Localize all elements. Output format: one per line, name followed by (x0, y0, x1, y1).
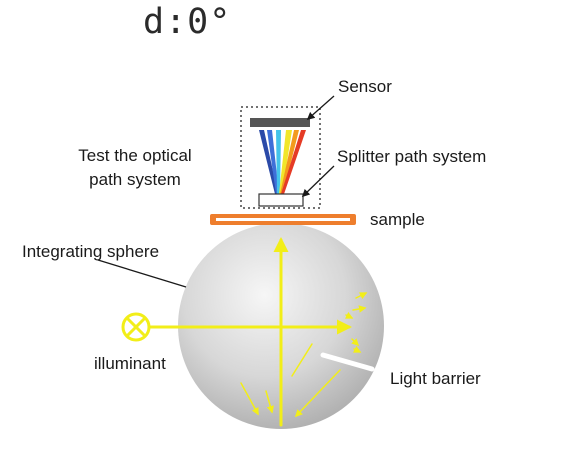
beam-cyan (276, 130, 281, 194)
test-path-label-line2: path system (89, 170, 181, 189)
diffuse-arrow-3 (240, 382, 259, 416)
light-barrier (320, 352, 375, 372)
sample-label: sample (370, 210, 425, 229)
reflect-arrow-1 (355, 292, 368, 300)
test-path-label: Test the optical path system (55, 144, 215, 192)
light-paths (148, 237, 368, 427)
lamp-cross-circle-icon (121, 312, 151, 342)
barrier-label: Light barrier (390, 369, 481, 388)
splitter-leader (301, 165, 335, 198)
sphere-leader (97, 259, 187, 288)
diffuse-arrow-2 (294, 369, 341, 418)
sensor-bar (250, 118, 310, 127)
test-path-label-line1: Test the optical (78, 146, 192, 165)
page-title: d:0° (143, 2, 232, 42)
reflect-arrow-5 (352, 345, 362, 353)
reflect-arrow-2 (352, 305, 367, 313)
beam-violet (259, 130, 278, 194)
beam-blue (267, 130, 279, 194)
reflect-arrow-4 (351, 338, 360, 347)
splitter-prism (258, 193, 304, 207)
beam-yellow (279, 130, 292, 194)
illuminant-label: illuminant (94, 354, 166, 373)
leader-lines (97, 95, 335, 288)
diffuse-arrow-1 (291, 343, 313, 377)
splitter-label: Splitter path system (337, 147, 487, 166)
beam-red (281, 130, 306, 194)
beam-orange (280, 130, 299, 194)
diffuse-arrow-4 (265, 390, 274, 414)
sensor-leader (306, 95, 335, 121)
sphere-label: Integrating sphere (22, 242, 160, 261)
spectrum-beams (259, 130, 306, 194)
sample-plate-inner (216, 218, 350, 221)
sensor-label: Sensor (338, 77, 392, 96)
reflect-arrow-3 (344, 311, 354, 319)
